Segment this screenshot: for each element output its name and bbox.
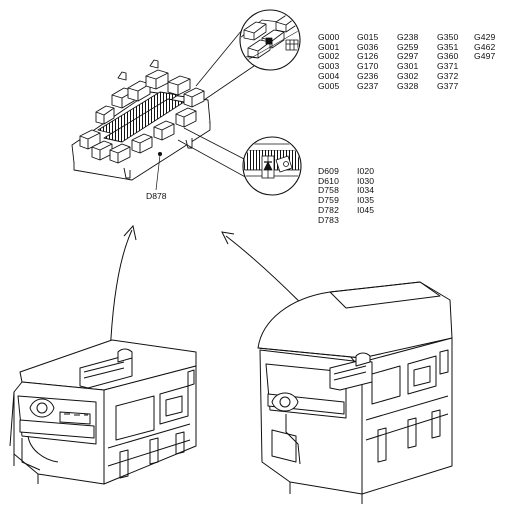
- group-code: G429: [474, 32, 496, 42]
- group-code: I034: [357, 185, 375, 196]
- group-code: G004: [318, 70, 340, 81]
- group-code: G003: [318, 61, 340, 72]
- group-code: G371: [437, 61, 459, 72]
- group-code: I020: [357, 166, 375, 176]
- group-code: D758: [318, 185, 339, 196]
- upper-code-column-3: G238 G259 G297 G301 G302 G328: [397, 32, 419, 91]
- group-code: G036: [357, 41, 379, 52]
- group-code: G238: [397, 32, 419, 42]
- group-code: G126: [357, 51, 379, 62]
- group-code: G236: [357, 70, 379, 81]
- upper-code-column-1: G000 G001 G002 G003 G004 G005: [318, 32, 340, 91]
- group-code: G351: [437, 41, 459, 52]
- group-code: I035: [357, 195, 375, 206]
- group-code: G350: [437, 32, 459, 42]
- group-code: D782: [318, 204, 339, 215]
- upper-code-column-5: G429 G462 G497: [474, 32, 496, 62]
- upper-code-column-2: G015 G036 G126 G170 G236 G237: [357, 32, 379, 91]
- group-code: G170: [357, 61, 379, 72]
- group-code: G301: [397, 61, 419, 72]
- group-code: G000: [318, 32, 340, 42]
- lower-code-column-2: I020 I030 I034 I035 I045: [357, 166, 375, 216]
- left-cab-view: [9, 339, 197, 485]
- group-code: G372: [437, 70, 459, 81]
- group-code: G259: [397, 41, 419, 52]
- group-code: I030: [357, 175, 375, 186]
- right-cab-view: [257, 281, 453, 504]
- lower-code-column-1: D609 D610 D758 D759 D782 D783: [318, 166, 339, 225]
- part-label-d878: D878: [146, 191, 167, 201]
- group-code: G497: [474, 51, 496, 62]
- group-code: G360: [437, 51, 459, 62]
- group-code: G302: [397, 70, 419, 81]
- group-code: D610: [318, 175, 339, 186]
- diode-detail-magnifier: [242, 136, 302, 196]
- group-code: G462: [474, 41, 496, 52]
- group-code: G015: [357, 32, 379, 42]
- group-code: G237: [357, 80, 379, 91]
- group-code: G002: [318, 51, 340, 62]
- central-electrical-unit: [71, 59, 211, 191]
- group-code: D783: [318, 214, 339, 225]
- group-code: G377: [437, 80, 459, 91]
- group-code: G005: [318, 80, 340, 91]
- group-code: G001: [318, 41, 340, 52]
- group-code: D609: [318, 166, 339, 176]
- group-code: G297: [397, 51, 419, 62]
- group-code: G328: [397, 80, 419, 91]
- relay-detail-magnifier: [239, 9, 301, 71]
- group-code: I045: [357, 204, 375, 215]
- upper-code-column-4: G350 G351 G360 G371 G372 G377: [437, 32, 459, 91]
- group-code: D759: [318, 195, 339, 206]
